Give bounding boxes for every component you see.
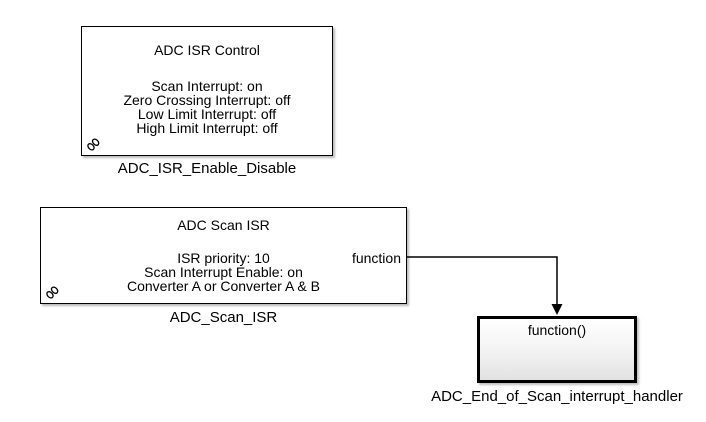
block-title: ADC Scan ISR [177, 217, 270, 233]
block-parameter-text: ISR priority: 10 Scan Interrupt Enable: … [41, 251, 406, 293]
output-port-label-function: function [351, 250, 401, 266]
wire-path[interactable] [407, 256, 558, 305]
block-title: ADC ISR Control [154, 42, 260, 58]
param-scan-interrupt-enable: Scan Interrupt Enable: on [144, 264, 303, 280]
block-function-call-subsystem[interactable]: function() [477, 316, 637, 383]
chain-link-icon [46, 286, 59, 299]
block-name-adc-isr-enable-disable[interactable]: ADC_ISR_Enable_Disable [117, 160, 297, 177]
block-name-adc-scan-isr[interactable]: ADC_Scan_ISR [169, 309, 278, 326]
block-parameter-text: Scan Interrupt: on Zero Crossing Interru… [82, 79, 332, 135]
param-low-limit-interrupt: Low Limit Interrupt: off [137, 106, 277, 122]
param-scan-interrupt: Scan Interrupt: on [151, 78, 263, 94]
param-isr-priority: ISR priority: 10 [177, 250, 270, 266]
function-call-trigger-label: function() [527, 322, 587, 338]
wire-arrowhead-icon [551, 304, 563, 315]
block-adc-isr-control[interactable]: ADC ISR Control Scan Interrupt: on Zero … [81, 26, 333, 156]
param-zero-crossing-interrupt: Zero Crossing Interrupt: off [123, 92, 291, 108]
param-high-limit-interrupt: High Limit Interrupt: off [136, 120, 278, 136]
block-name-adc-end-of-scan-interrupt-handler[interactable]: ADC_End_of_Scan_interrupt_handler [431, 388, 683, 405]
param-converter: Converter A or Converter A & B [127, 278, 320, 294]
chain-link-icon [87, 138, 100, 151]
block-adc-scan-isr[interactable]: ADC Scan ISR ISR priority: 10 Scan Inter… [40, 207, 407, 304]
